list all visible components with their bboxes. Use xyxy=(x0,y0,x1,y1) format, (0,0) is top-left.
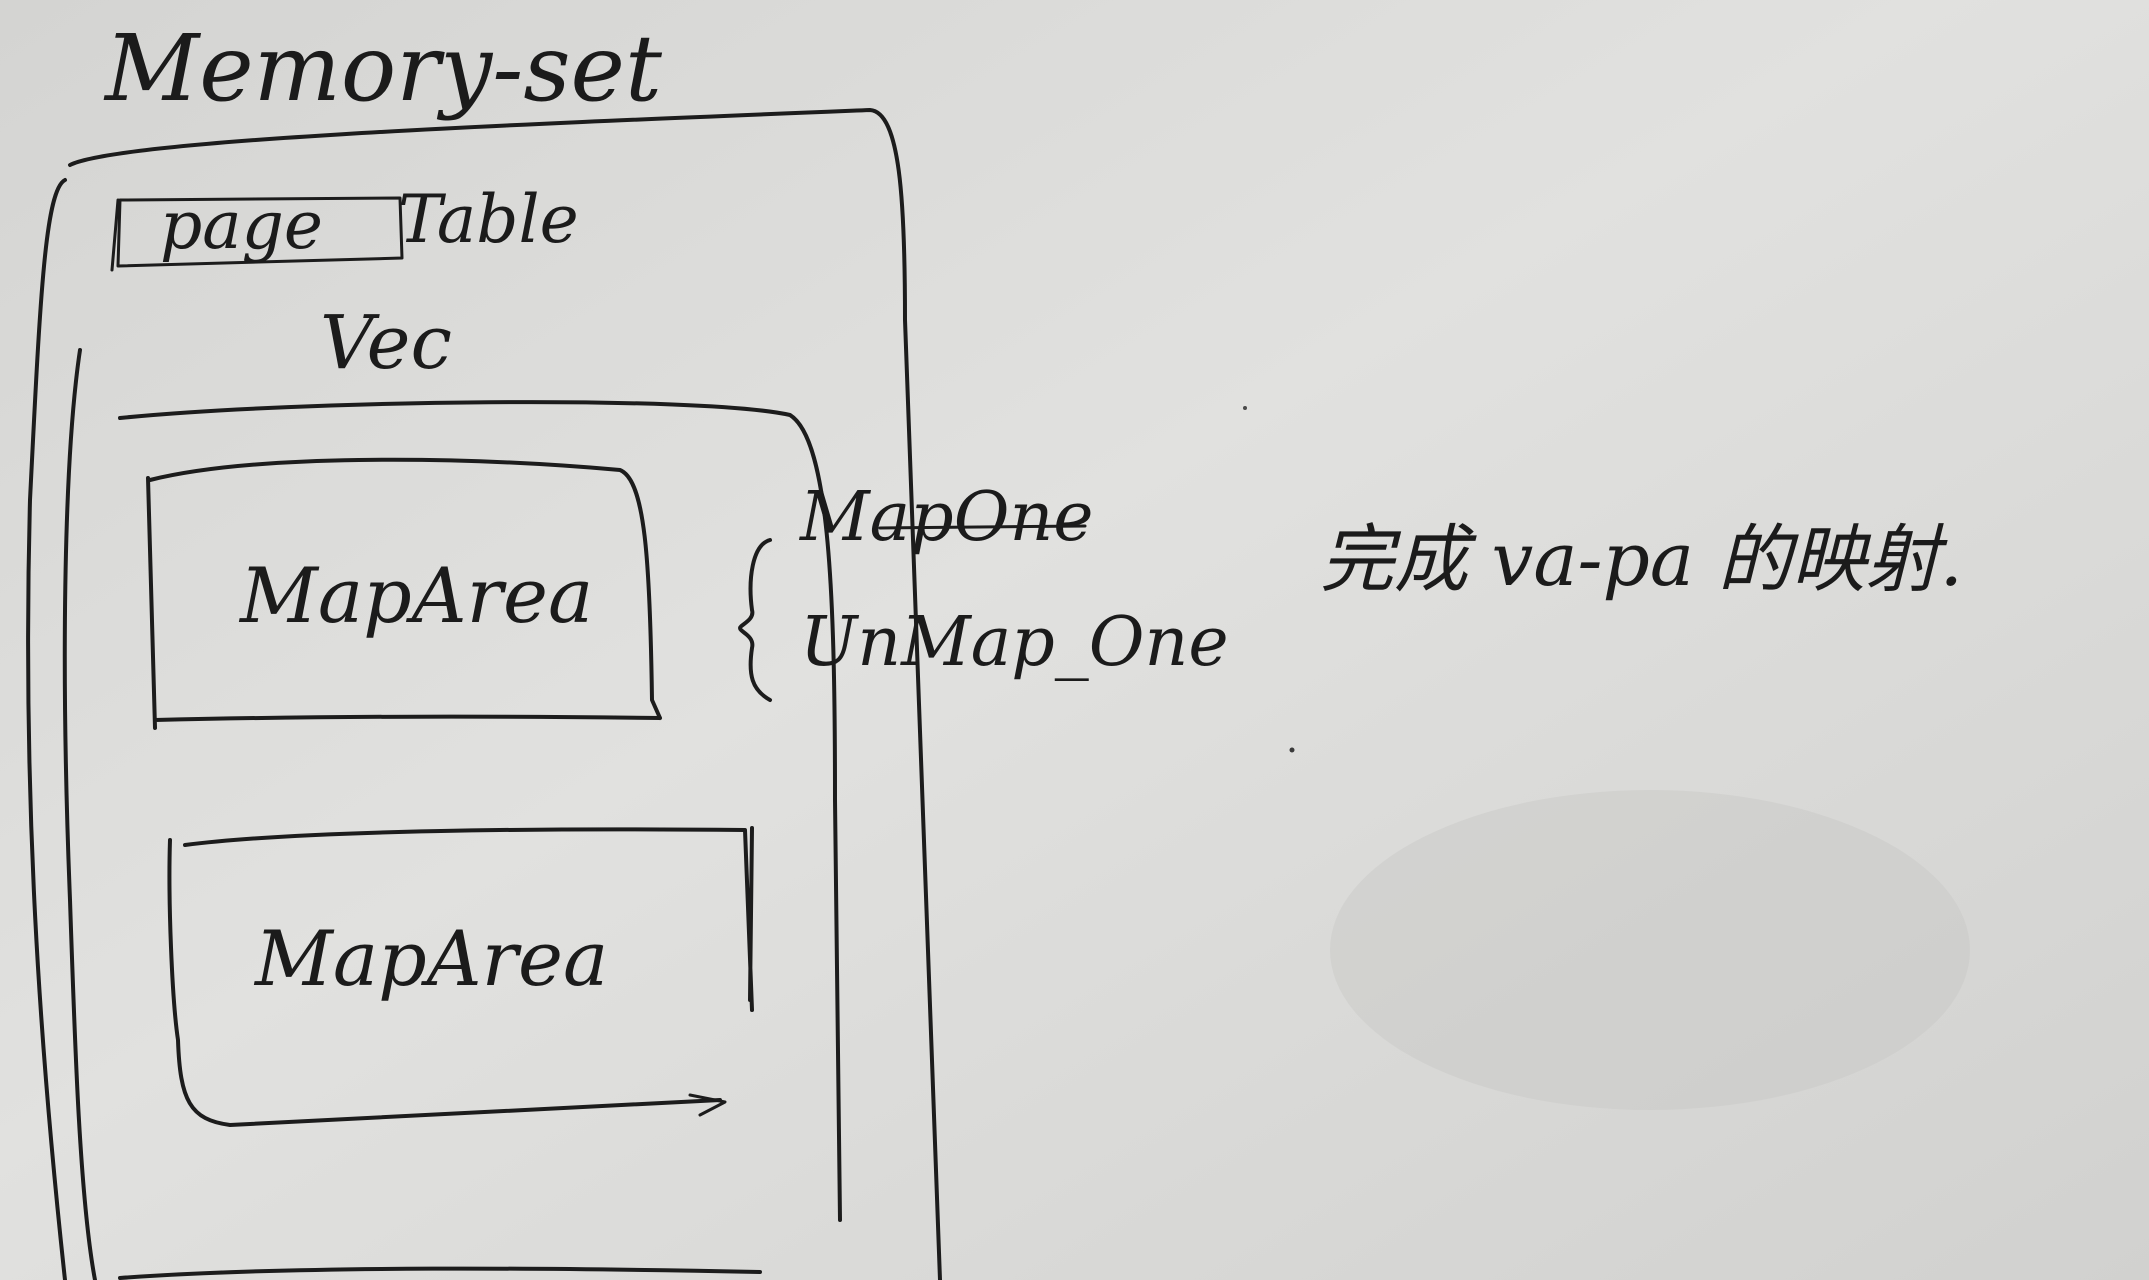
paper-shadow xyxy=(1330,790,1970,1110)
vec-label: Vec xyxy=(320,300,452,386)
mapping-annotation: 完成 va-pa 的映射. xyxy=(1320,517,1963,603)
ink-dot xyxy=(1243,406,1247,410)
table-label: Table xyxy=(398,181,579,258)
method-map-one: MapOne xyxy=(798,478,1093,557)
ink-dot xyxy=(1289,747,1295,753)
map-area-top-box xyxy=(146,457,662,730)
page-table-box xyxy=(110,196,404,272)
map-area-top-label: MapArea xyxy=(238,551,593,640)
method-brace xyxy=(738,538,772,702)
map-area-bottom-label: MapArea xyxy=(253,914,608,1003)
method-unmap-one: UnMap_One xyxy=(800,603,1229,682)
method-map-one-strike xyxy=(878,524,1087,530)
map-area-bottom-box xyxy=(167,826,754,1127)
diagram-title: Memory-set xyxy=(103,15,663,122)
map-area-bottom-arrow xyxy=(688,1093,727,1117)
vec-container-box xyxy=(62,348,842,1280)
memory-set-outer-box xyxy=(26,108,942,1280)
page-label: page xyxy=(160,187,323,264)
